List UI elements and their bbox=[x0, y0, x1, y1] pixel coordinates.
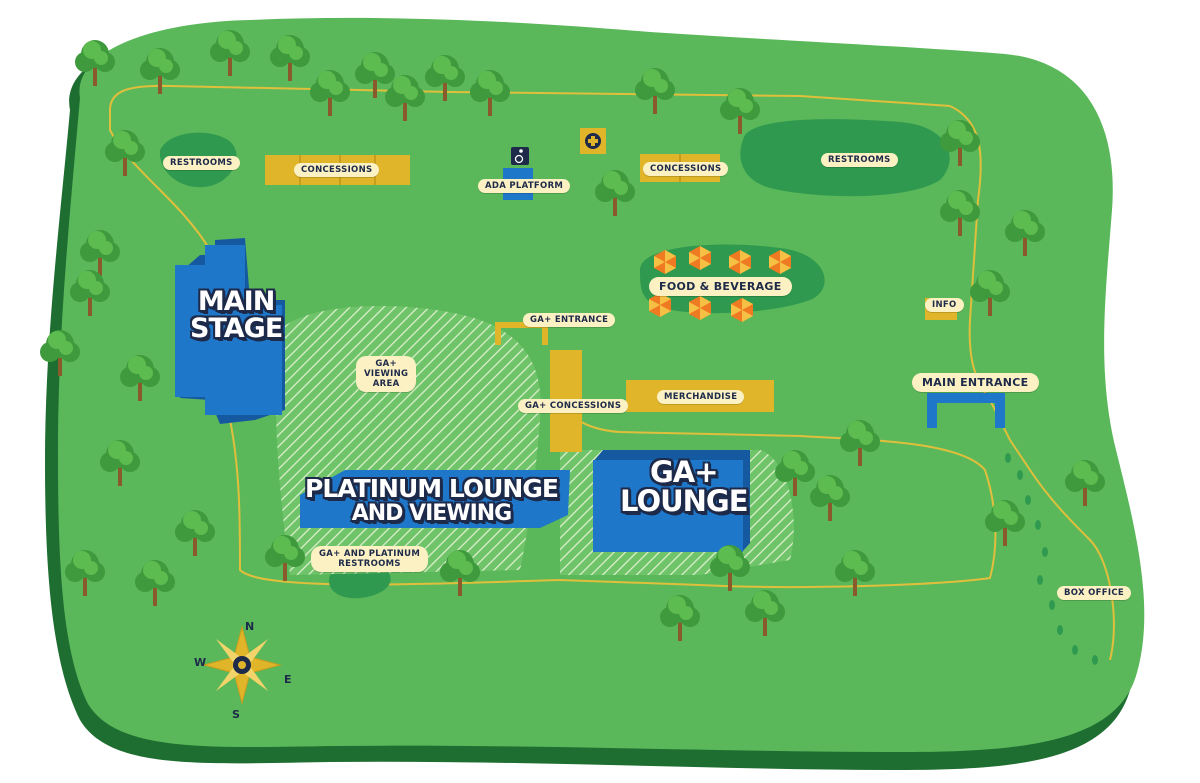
food-beverage-label: FOOD & BEVERAGE bbox=[649, 277, 792, 296]
ga-lounge-label: GA+ LOUNGE bbox=[620, 455, 749, 518]
ga-entrance-gate bbox=[495, 322, 548, 345]
platinum-lounge-structure bbox=[300, 470, 570, 528]
concessions-left-label: CONCESSIONS bbox=[294, 163, 380, 177]
main-entrance-gate bbox=[927, 393, 1005, 428]
ga-entrance-label: GA+ ENTRANCE bbox=[523, 313, 616, 327]
main-stage-structure bbox=[175, 238, 285, 424]
platinum-lounge-label: PLATINUM LOUNGE AND VIEWING bbox=[305, 474, 559, 526]
info-label: INFO bbox=[925, 298, 964, 312]
ga-platinum-restrooms-label: GA+ AND PLATINUM RESTROOMS bbox=[311, 546, 429, 572]
compass-east: E bbox=[284, 673, 292, 686]
main-stage-label: MAIN STAGE bbox=[190, 286, 283, 344]
box-office-label: BOX OFFICE bbox=[1057, 586, 1131, 600]
footprints-trail bbox=[1005, 453, 1098, 665]
compass-north: N bbox=[245, 620, 255, 633]
restrooms-right-label: RESTROOMS bbox=[821, 153, 898, 167]
ga-viewing-area bbox=[275, 306, 541, 575]
compass-rose-icon bbox=[202, 625, 282, 705]
main-entrance-label: MAIN ENTRANCE bbox=[912, 373, 1039, 392]
restrooms-left-label: RESTROOMS bbox=[163, 156, 240, 170]
ada-platform-label: ADA PLATFORM bbox=[478, 179, 571, 193]
walking-path bbox=[109, 84, 1115, 661]
wheelchair-icon bbox=[511, 147, 529, 165]
compass-west: W bbox=[194, 656, 207, 669]
concessions-right-label: CONCESSIONS bbox=[643, 162, 729, 176]
merchandise-label: MERCHANDISE bbox=[657, 390, 745, 404]
first-aid-plus-icon bbox=[580, 128, 606, 154]
ga-lounge-structure bbox=[593, 450, 750, 552]
ga-concessions-label: GA+ CONCESSIONS bbox=[518, 399, 629, 413]
ga-viewing-area-label: GA+ VIEWING AREA bbox=[356, 356, 417, 392]
compass-south: S bbox=[232, 708, 240, 721]
